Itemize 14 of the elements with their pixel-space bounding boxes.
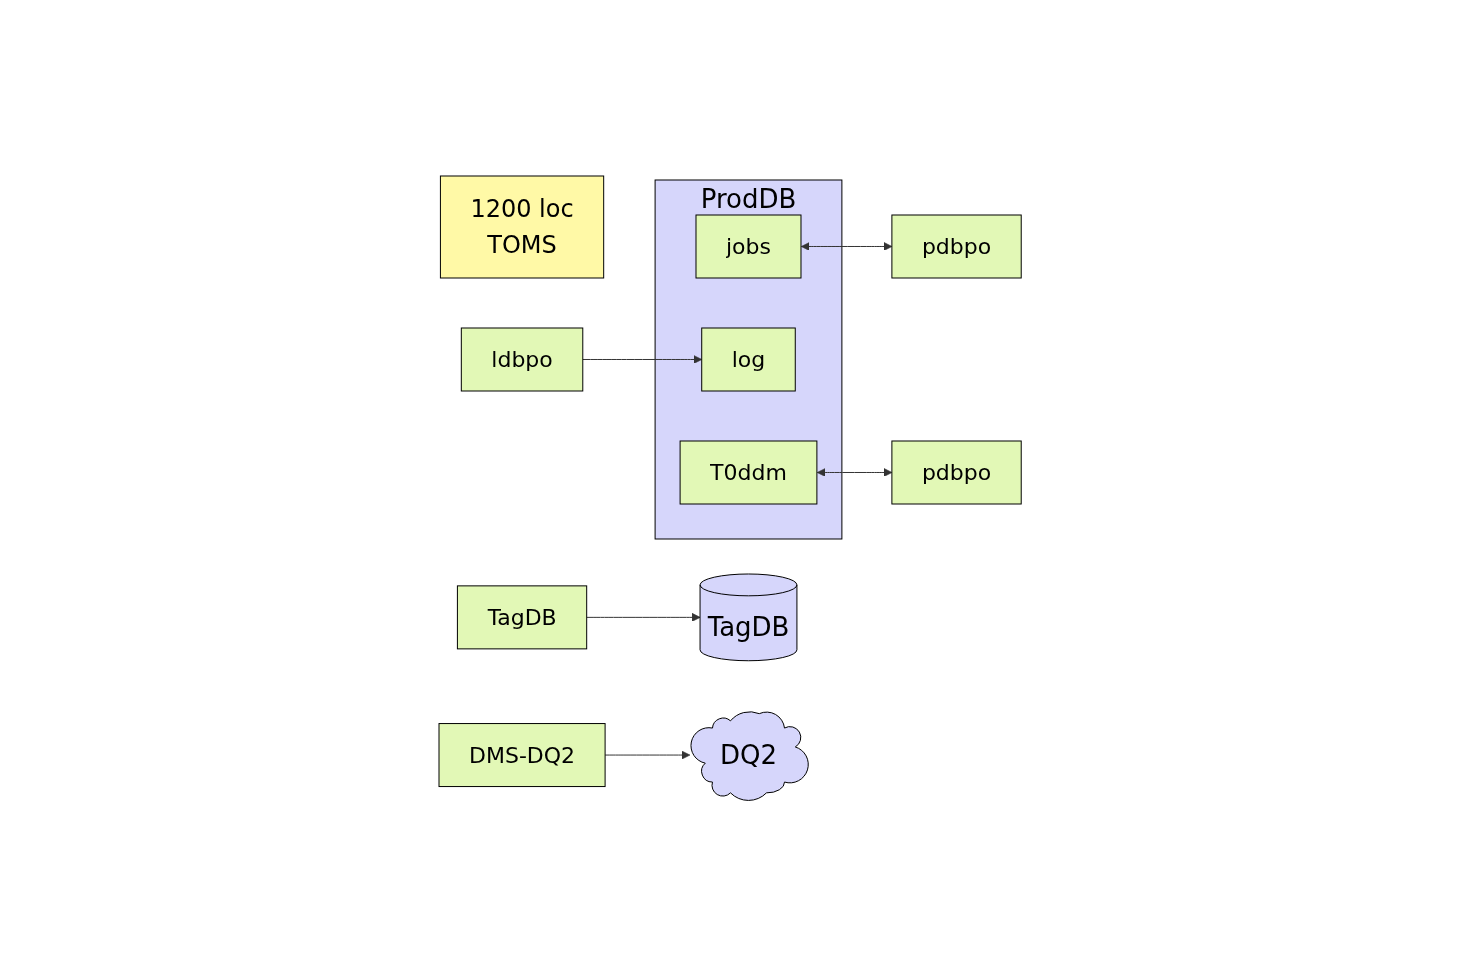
node-box: DMS-DQ2 <box>438 723 606 788</box>
node-box: log <box>701 327 797 392</box>
arrow <box>605 750 691 760</box>
arrow <box>801 242 893 252</box>
arrow <box>586 613 701 623</box>
node-box: jobs <box>695 214 802 279</box>
arrow <box>817 468 893 478</box>
node-box: TagDB <box>457 585 588 650</box>
node-box: ldbpo <box>461 327 584 392</box>
node-box: 1200 loc TOMS <box>440 175 605 279</box>
node-box: pdbpo <box>891 440 1023 505</box>
arrow <box>582 355 703 365</box>
node-box: T0ddm <box>680 440 818 505</box>
node-box: pdbpo <box>891 214 1023 279</box>
